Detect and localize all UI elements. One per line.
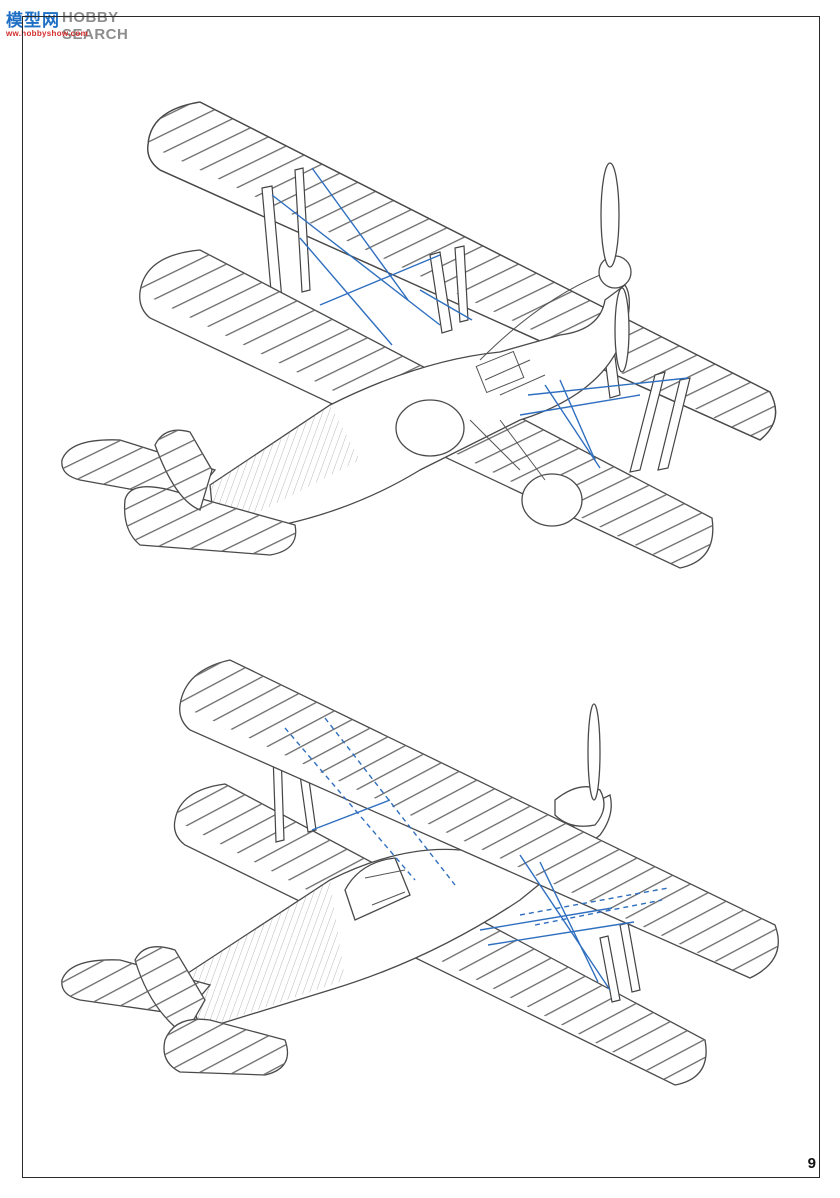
rigging-wires-bottom [284, 717, 669, 991]
watermark-brand: HOBBY SEARCH [62, 9, 129, 43]
propeller-blade [587, 703, 601, 801]
cockpit-canopy [344, 857, 411, 921]
rigging-wires-top [271, 167, 689, 469]
page-border [22, 16, 820, 1178]
page-number: 9 [807, 1155, 816, 1172]
wheel-right [521, 473, 583, 527]
biplane-view-underside [61, 101, 777, 569]
propeller-blade-bottom [614, 287, 630, 373]
watermark-url: ww.hobbyshow.com [6, 29, 88, 38]
spinner [598, 255, 632, 289]
radiator [475, 350, 525, 394]
wheel-left [395, 399, 465, 457]
propeller-blade-top [600, 162, 620, 268]
biplane-view-topside [61, 659, 779, 1086]
